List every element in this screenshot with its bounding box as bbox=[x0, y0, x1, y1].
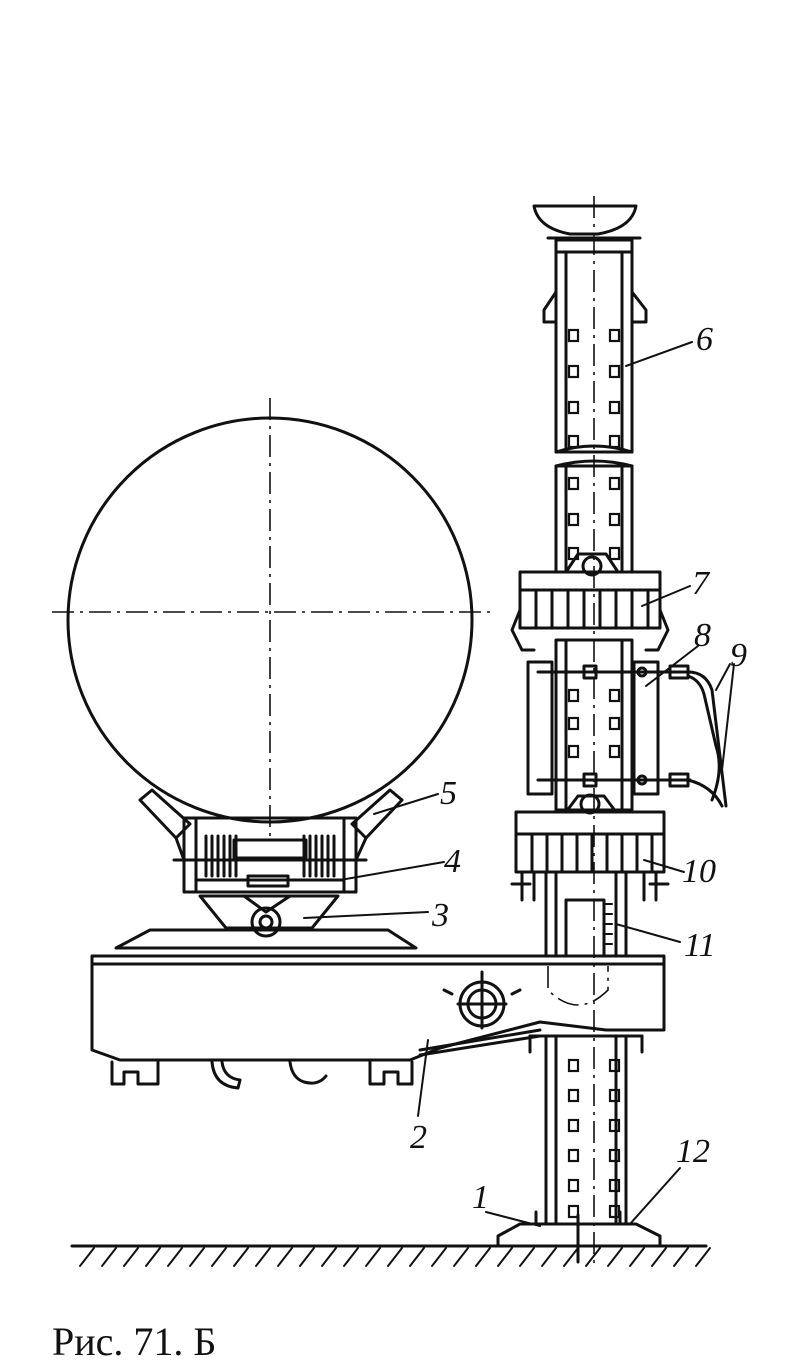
column-base-plate bbox=[496, 1210, 662, 1264]
label-2: 2 bbox=[410, 1119, 427, 1156]
leader-lines bbox=[303, 341, 735, 1227]
label-10: 10 bbox=[682, 853, 716, 890]
label-4: 4 bbox=[444, 843, 461, 880]
label-9: 9 bbox=[730, 637, 747, 674]
pivot bbox=[114, 894, 418, 950]
lifting-section bbox=[526, 638, 692, 815]
part-labels: 1 2 3 4 5 6 7 8 9 10 11 12 bbox=[410, 321, 747, 1216]
label-7: 7 bbox=[692, 565, 711, 602]
label-11: 11 bbox=[684, 927, 715, 964]
column-mid-section bbox=[544, 870, 628, 958]
label-5: 5 bbox=[440, 775, 457, 812]
figure-caption: Рис. 71. Б bbox=[52, 1319, 217, 1364]
hydraulic-hoses bbox=[668, 664, 728, 808]
label-3: 3 bbox=[431, 897, 449, 934]
label-6: 6 bbox=[696, 321, 713, 358]
pipe-saddle bbox=[138, 788, 404, 894]
upper-column bbox=[532, 204, 648, 577]
label-12: 12 bbox=[676, 1133, 710, 1170]
label-8: 8 bbox=[694, 617, 711, 654]
ground bbox=[70, 1244, 711, 1267]
lower-column bbox=[528, 1034, 644, 1226]
upper-clamp bbox=[510, 570, 670, 652]
lower-clamp bbox=[510, 810, 670, 902]
boom-frame bbox=[90, 954, 666, 1090]
pipe bbox=[52, 398, 494, 836]
label-1: 1 bbox=[472, 1179, 489, 1216]
